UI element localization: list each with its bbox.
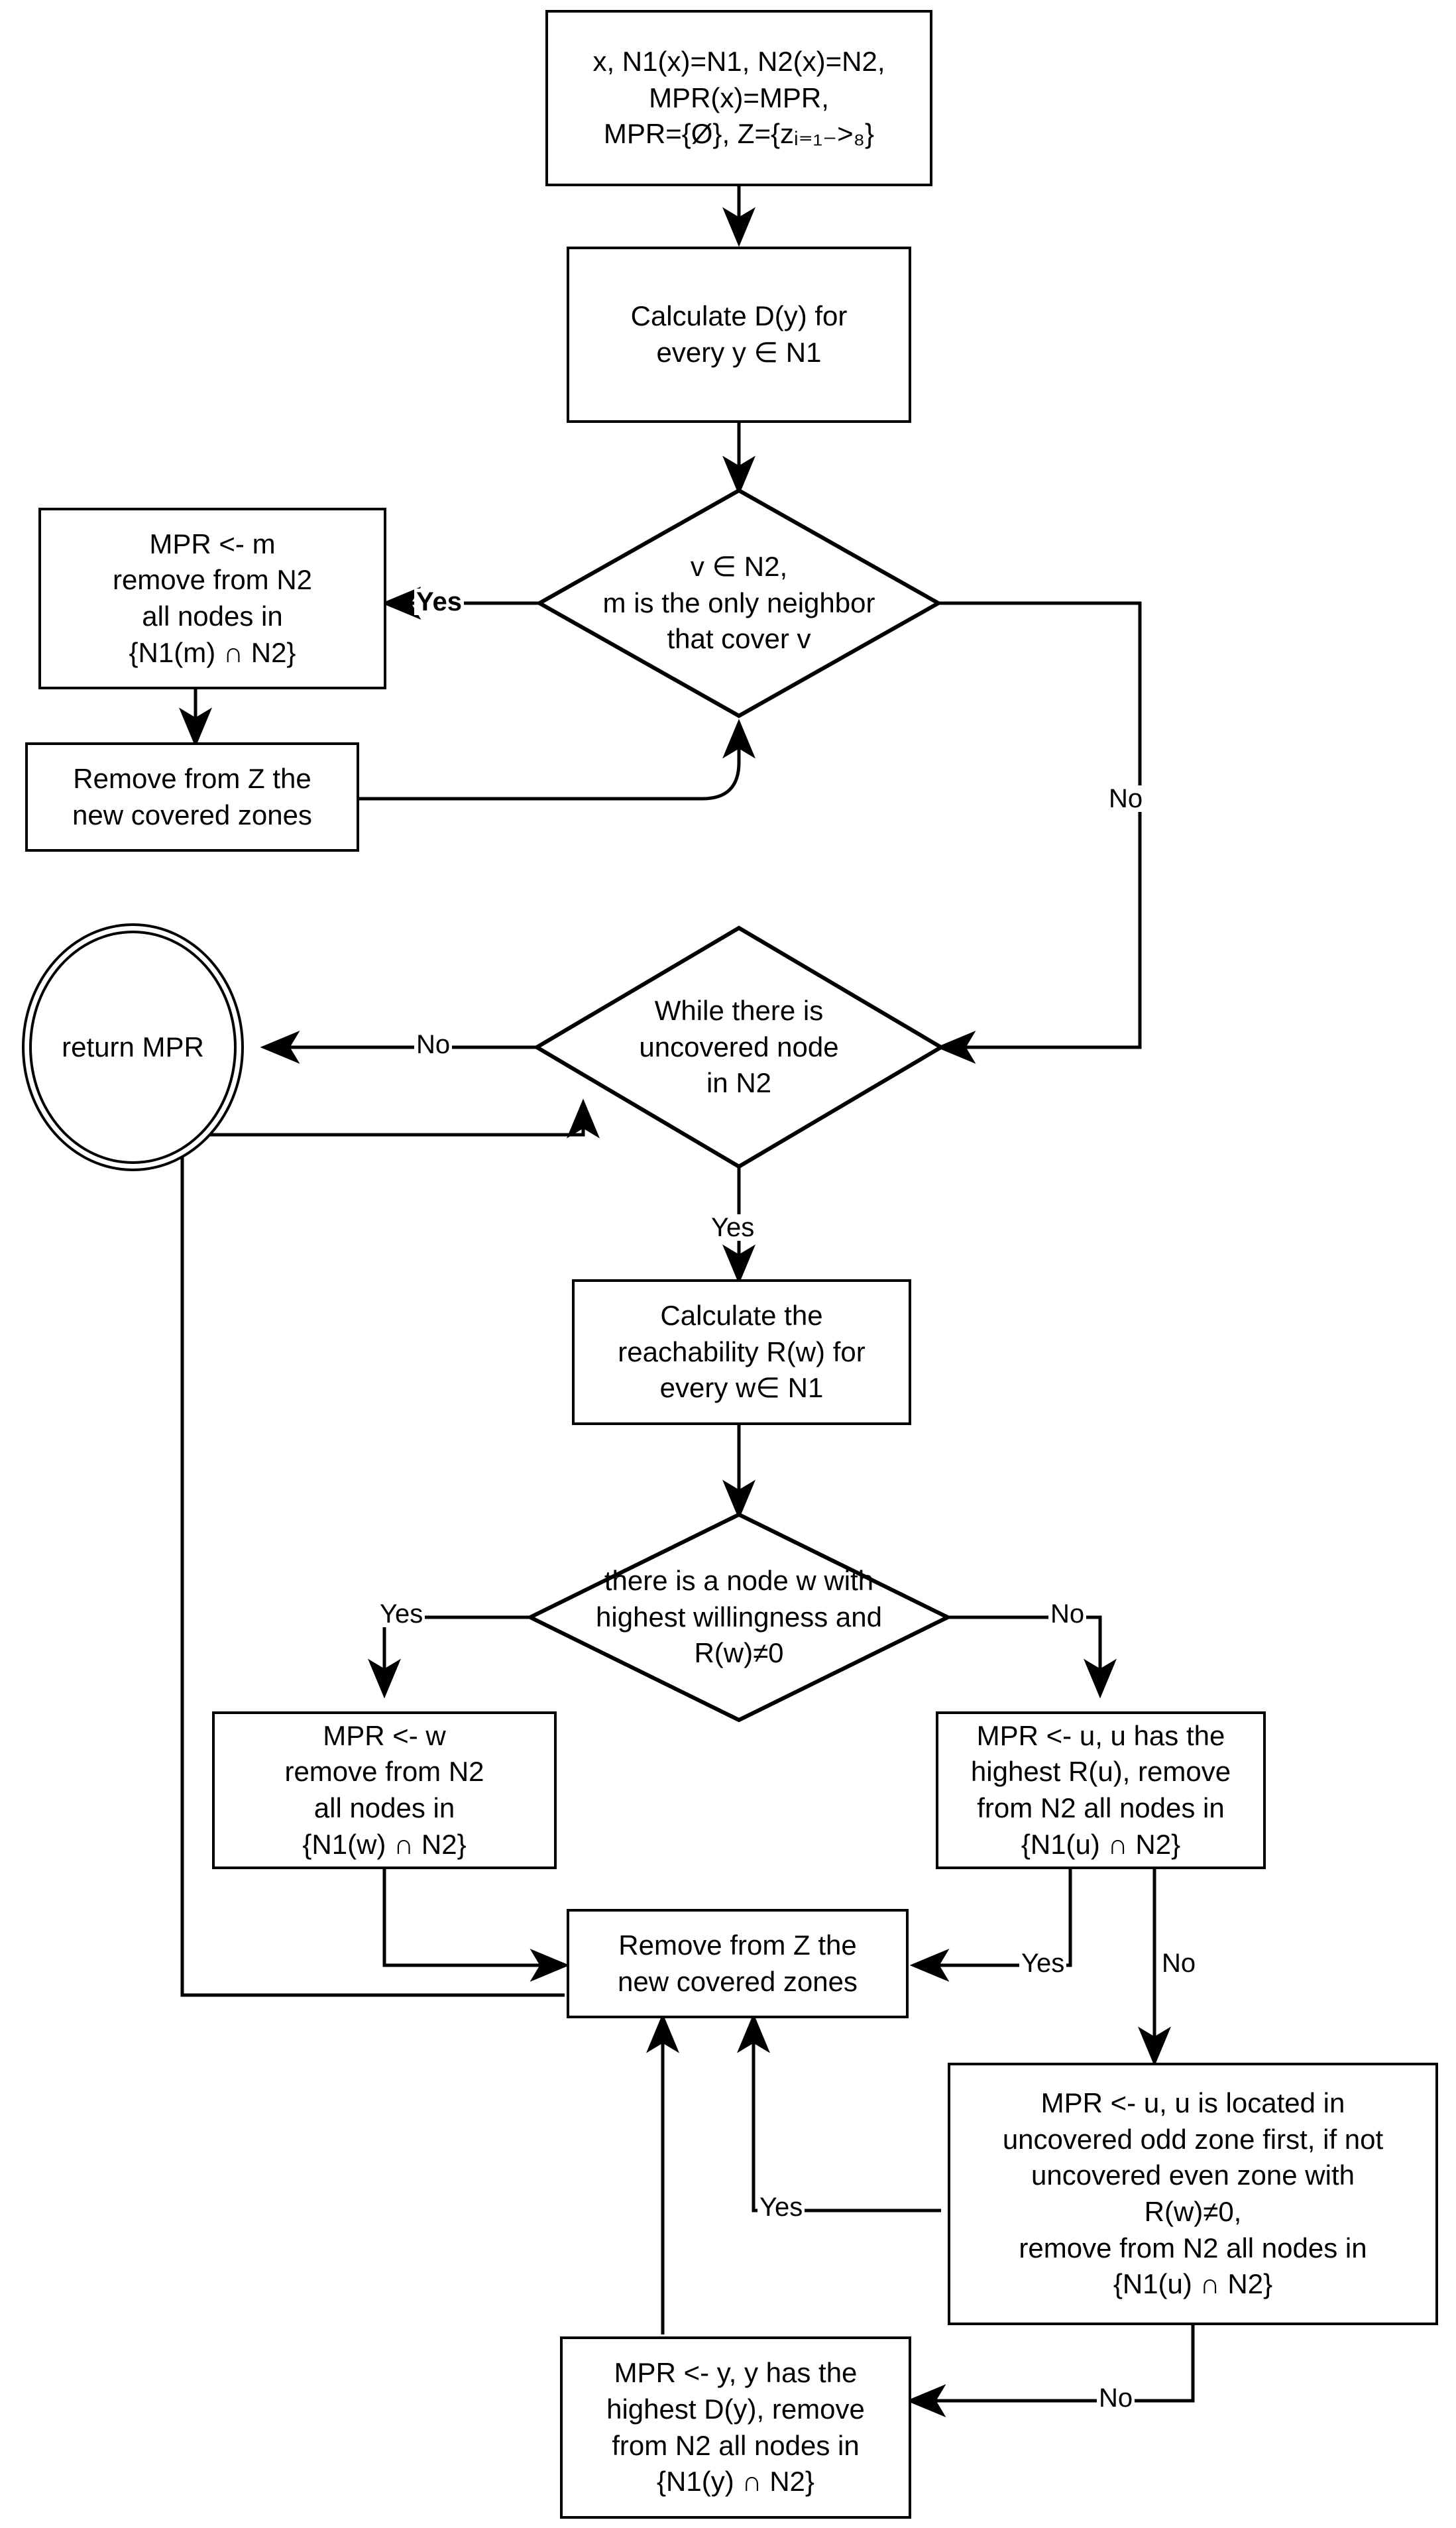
edge-mpr-u-zone-yes: [737, 2013, 941, 2212]
edge-label-dec-while-yes: Yes: [709, 1214, 757, 1241]
node-decision-while-uncovered-label: While there is uncovered node in N2: [639, 995, 839, 1099]
node-decision-willingness-label: there is a node w with highest willingne…: [596, 1565, 882, 1669]
edge-label-dec-while-no: No: [414, 1031, 453, 1058]
edge-dec-willing-yes: [368, 1615, 530, 1699]
node-mpr-assign-m-label: MPR <- m remove from N2 all nodes in {N1…: [112, 528, 313, 668]
edge-remove-z-to-dec-v: [359, 718, 756, 801]
node-return-mpr-label: return MPR: [62, 1031, 204, 1063]
edge-label-dec-v-yes: Yes: [414, 589, 464, 615]
node-decision-v-in-n2: v ∈ N2, m is the only neighbor that cove…: [539, 490, 938, 716]
edge-label-mpr-u-no: No: [1160, 1950, 1198, 1977]
node-decision-willingness: there is a node w with highest willingne…: [524, 1524, 954, 1710]
edge-label-mpr-u-zone-no: No: [1097, 2385, 1135, 2411]
edge-label-mpr-u-yes: Yes: [1019, 1950, 1067, 1977]
edge-label-dec-v-no: No: [1107, 785, 1145, 812]
node-remove-z-middle-label: Remove from Z the new covered zones: [618, 1929, 858, 1997]
node-remove-z-top-label: Remove from Z the new covered zones: [72, 762, 312, 831]
node-mpr-assign-m: MPR <- m remove from N2 all nodes in {N1…: [38, 508, 386, 689]
decision-shape-while: [533, 925, 945, 1169]
edge-dec-v-no: [936, 601, 1142, 1064]
edge-mpr-u-zone-no: [906, 2325, 1195, 2417]
node-remove-z-middle: Remove from Z the new covered zones: [567, 1909, 909, 2018]
node-mpr-assign-u-zone: MPR <- u, u is located in uncovered odd …: [948, 2063, 1438, 2325]
node-decision-v-in-n2-label: v ∈ N2, m is the only neighbor that cove…: [602, 551, 875, 655]
node-decision-while-uncovered: While there is uncovered node in N2: [567, 941, 911, 1153]
node-return-mpr: return MPR: [22, 923, 244, 1171]
node-calculate-reachability: Calculate the reachability R(w) for ever…: [572, 1279, 911, 1425]
node-mpr-assign-w: MPR <- w remove from N2 all nodes in {N1…: [212, 1711, 557, 1869]
terminator-inner-ring: [29, 931, 237, 1164]
node-remove-z-top: Remove from Z the new covered zones: [25, 742, 359, 852]
node-mpr-assign-u-highest-r: MPR <- u, u has the highest R(u), remove…: [936, 1711, 1266, 1869]
node-mpr-assign-w-label: MPR <- w remove from N2 all nodes in {N1…: [284, 1719, 484, 1860]
node-start-label: x, N1(x)=N1, N2(x)=N2, MPR(x)=MPR, MPR={…: [592, 46, 885, 150]
decision-shape-v-in-n2: [535, 488, 943, 718]
node-start: x, N1(x)=N1, N2(x)=N2, MPR(x)=MPR, MPR={…: [545, 10, 932, 186]
node-calculate-reachability-label: Calculate the reachability R(w) for ever…: [618, 1300, 866, 1404]
edge-mpr-u-yes: [909, 1869, 1072, 1982]
node-mpr-assign-u-zone-label: MPR <- u, u is located in uncovered odd …: [1002, 2087, 1384, 2300]
node-mpr-assign-y-label: MPR <- y, y has the highest D(y), remove…: [606, 2357, 865, 2498]
edge-label-dec-willing-no: No: [1048, 1601, 1087, 1627]
node-calculate-d-label: Calculate D(y) for every y ∈ N1: [630, 300, 848, 368]
node-calculate-d: Calculate D(y) for every y ∈ N1: [567, 247, 911, 423]
edge-label-mpr-u-zone-yes: Yes: [757, 2194, 805, 2220]
decision-shape-willingness: [526, 1512, 952, 1723]
node-mpr-assign-u-highest-r-label: MPR <- u, u has the highest R(u), remove…: [970, 1719, 1231, 1860]
node-mpr-assign-y: MPR <- y, y has the highest D(y), remove…: [560, 2336, 911, 2519]
edge-mpr-w-to-remove-z-mid: [382, 1869, 570, 1982]
edge-label-dec-willing-yes: Yes: [378, 1601, 425, 1627]
edge-dec-willing-no: [948, 1615, 1117, 1699]
